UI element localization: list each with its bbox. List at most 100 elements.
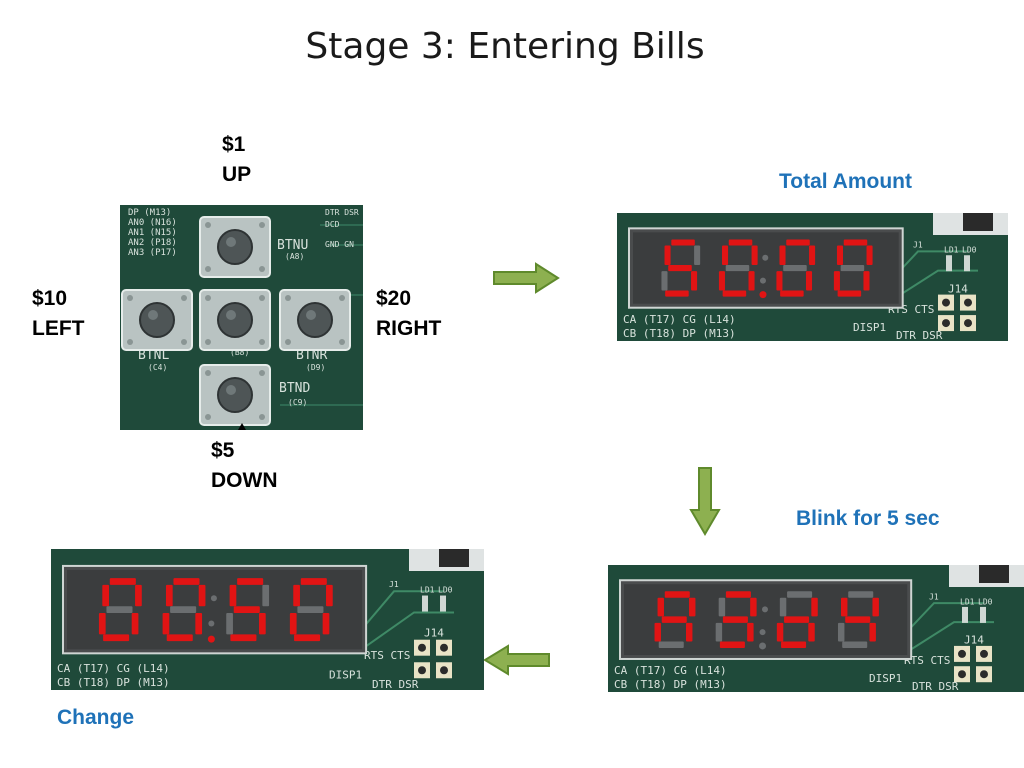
pin-label: AN2 (P18) xyxy=(128,238,177,248)
segment-a xyxy=(728,239,753,246)
segment-e xyxy=(776,271,783,291)
segment-g xyxy=(784,616,810,623)
segment-b xyxy=(262,584,270,607)
segment-g xyxy=(661,616,687,623)
ld1-label: LD1 xyxy=(944,246,959,255)
rts-label: RTS CTS xyxy=(364,649,410,662)
segment-a xyxy=(787,591,813,598)
decimal-point xyxy=(759,291,767,299)
board-dcd-label: DCD xyxy=(325,220,340,229)
segment-b xyxy=(872,597,879,617)
left-direction: LEFT xyxy=(32,317,85,340)
seven-segment-digit xyxy=(776,239,816,297)
segment-f xyxy=(657,597,664,617)
pin-label: AN3 (P17) xyxy=(128,248,177,258)
segment-e xyxy=(661,271,668,291)
segment-a xyxy=(848,591,874,598)
btnd-pin: (C9) xyxy=(288,398,307,407)
segment-c xyxy=(808,622,815,642)
segment-e xyxy=(162,612,170,635)
down-button-label: $5 DOWN xyxy=(211,436,278,496)
header-pins-icon xyxy=(414,639,452,679)
segment-c xyxy=(747,622,754,642)
segment-a xyxy=(109,578,136,585)
btn-right-icon xyxy=(279,289,351,351)
pushbutton-board-art: DP (M13) AN0 (N16) AN1 (N15) AN2 (P18) A… xyxy=(120,205,363,430)
display-pin-row1: CA (T17) CG (L14) xyxy=(614,664,727,677)
seven-segment-digit xyxy=(837,591,879,648)
display-pin-row1: CA (T17) CG (L14) xyxy=(57,662,170,675)
arrow-right-icon xyxy=(493,262,560,294)
segment-c xyxy=(748,271,755,291)
segment-f xyxy=(779,597,787,617)
segment-d xyxy=(781,641,807,648)
segment-b xyxy=(326,584,333,607)
j14-label: J14 xyxy=(964,634,984,647)
segment-c xyxy=(863,271,870,291)
segment-e xyxy=(715,622,723,642)
display-pin-row2: CB (T18) DP (M13) xyxy=(57,676,170,689)
right-direction: RIGHT xyxy=(376,317,442,340)
j14-label: J14 xyxy=(424,626,444,639)
down-direction: DOWN xyxy=(211,469,278,492)
dtr-label: DTR DSR xyxy=(912,680,959,692)
arrow-down-icon xyxy=(689,467,721,536)
decimal-point xyxy=(759,642,767,650)
decimal-point xyxy=(207,635,215,643)
seven-segment-digit xyxy=(661,239,701,297)
segment-g xyxy=(783,265,807,272)
segment-c xyxy=(131,612,139,635)
segment-c xyxy=(685,622,693,642)
left-value: $10 xyxy=(32,287,68,310)
seven-segment-digit xyxy=(715,591,757,648)
dtr-label: DTR DSR xyxy=(372,678,419,690)
segment-e xyxy=(654,622,661,642)
segment-a xyxy=(671,239,695,246)
segment-f xyxy=(779,245,786,266)
segment-c xyxy=(258,612,266,635)
left-button-label: $10 LEFT xyxy=(32,284,85,344)
up-button-label: $1 UP xyxy=(222,130,251,190)
segment-f xyxy=(664,245,671,266)
board-dtr-label: DTR DSR xyxy=(325,208,359,217)
segment-a xyxy=(725,591,751,598)
disp-label: DISP1 xyxy=(853,321,886,334)
pin-label: AN1 (N15) xyxy=(128,228,177,238)
segment-b xyxy=(751,245,758,266)
segment-f xyxy=(229,584,237,607)
segment-g xyxy=(840,265,865,272)
btn-center-icon xyxy=(199,289,271,351)
segment-d xyxy=(294,634,321,642)
seven-segment-board-art: CA (T17) CG (L14)CB (T18) DP (M13)RTS CT… xyxy=(608,565,1024,692)
seven-segment-digit xyxy=(289,578,333,642)
segment-e xyxy=(776,622,784,642)
btnu-pin: (A8) xyxy=(285,252,304,261)
display-pin-row2: CB (T18) DP (M13) xyxy=(623,327,736,340)
segment-b xyxy=(811,597,818,617)
segment-f xyxy=(102,584,110,607)
segment-d xyxy=(166,634,193,642)
segment-a xyxy=(843,239,868,246)
disp-label: DISP1 xyxy=(329,669,362,682)
segment-e xyxy=(226,612,233,635)
segment-e xyxy=(833,271,840,291)
blink-display: CA (T17) CG (L14)CB (T18) DP (M13)RTS CT… xyxy=(608,565,1024,692)
ld0-label: LD0 xyxy=(438,586,453,595)
segment-f xyxy=(165,584,173,607)
seven-segment-digit xyxy=(776,591,818,648)
blink-label: Blink for 5 sec xyxy=(796,507,940,530)
segment-d xyxy=(665,290,689,297)
segment-f xyxy=(293,584,300,607)
segment-c xyxy=(869,622,876,642)
segment-g xyxy=(725,265,750,272)
ld1-label: LD1 xyxy=(960,597,975,606)
segment-e xyxy=(98,612,106,635)
display-pin-row1: CA (T17) CG (L14) xyxy=(623,313,736,326)
seven-segment-digit xyxy=(226,578,270,642)
seven-segment-digit xyxy=(98,578,142,642)
segment-g xyxy=(668,265,692,272)
segment-c xyxy=(805,271,813,291)
right-button-label: $20 RIGHT xyxy=(376,284,441,344)
segment-b xyxy=(694,245,701,266)
seven-segment-digit xyxy=(833,239,873,297)
